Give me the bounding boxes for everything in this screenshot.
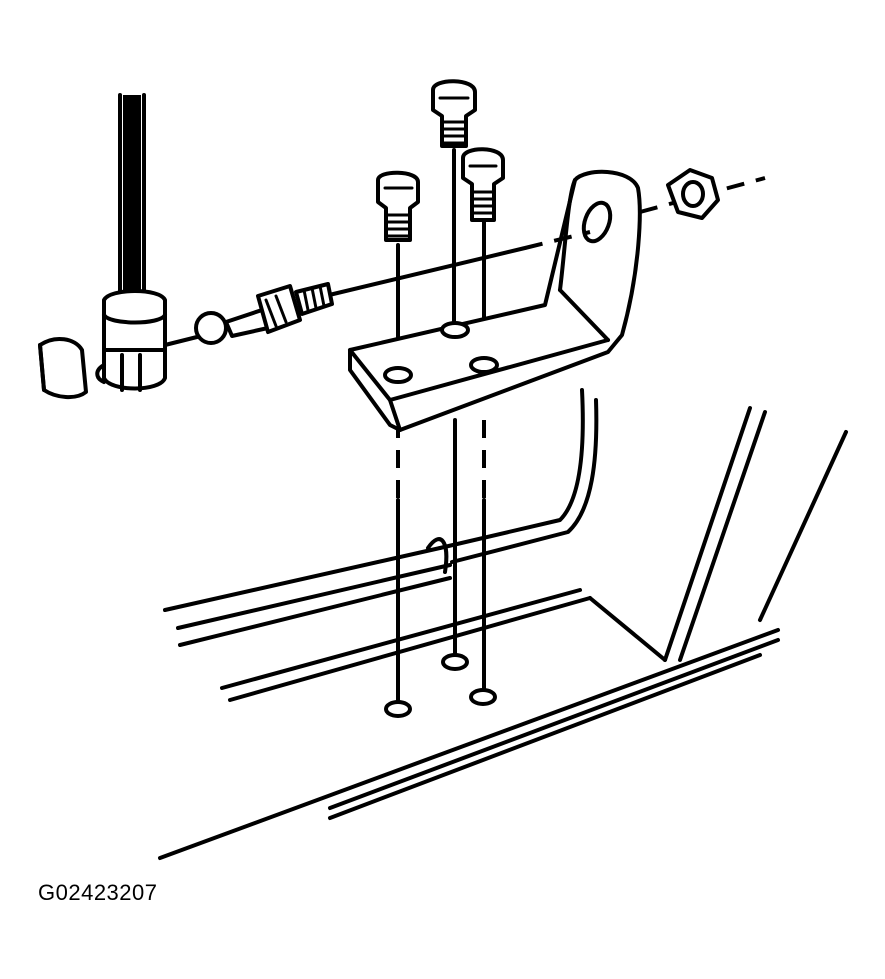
bolt-left	[376, 170, 420, 242]
retaining-clip	[38, 337, 88, 399]
hex-nut	[666, 168, 720, 220]
floor-holes	[384, 653, 497, 718]
rod-end-socket	[95, 289, 167, 392]
control-rod	[118, 93, 146, 302]
bolt-center	[431, 79, 477, 148]
bolt-alignment-lines	[396, 148, 486, 704]
bolt-right	[461, 147, 505, 222]
body-panel	[158, 388, 848, 860]
figure-id-code: G02423207	[38, 880, 158, 905]
ball-stud	[194, 282, 334, 345]
